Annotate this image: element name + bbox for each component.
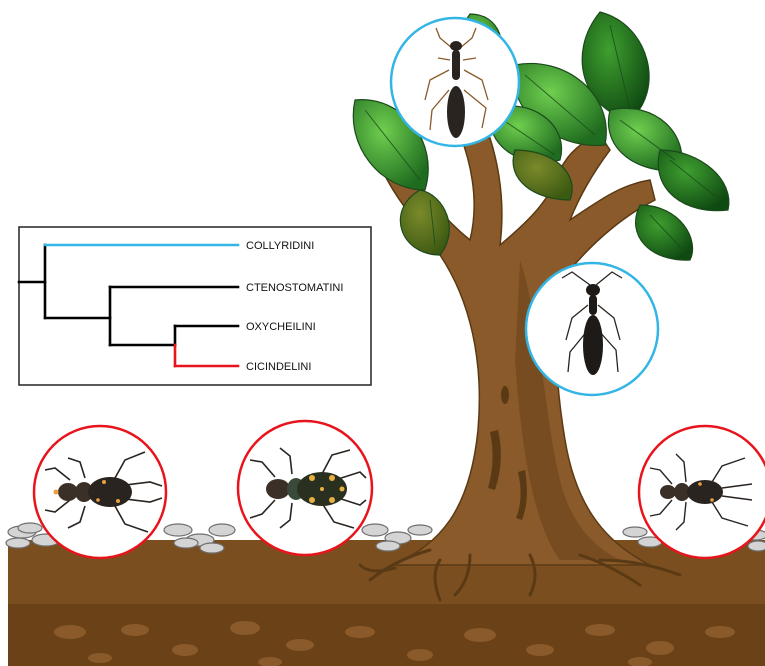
phylogeny-panel: COLLYRIDINI CTENOSTOMATINI OXYCHEILINI C… bbox=[19, 227, 371, 385]
tribe-label-collyridini: COLLYRIDINI bbox=[246, 240, 314, 252]
leaf bbox=[400, 190, 449, 255]
tribe-label-oxycheilini: OXYCHEILINI bbox=[246, 321, 316, 333]
ground-soil bbox=[8, 540, 765, 666]
ground-beetle-photo-2 bbox=[238, 421, 372, 555]
arboreal-beetle-photo-2 bbox=[526, 263, 658, 395]
leaf bbox=[513, 150, 572, 200]
leaf bbox=[636, 205, 693, 260]
leaf bbox=[658, 150, 729, 211]
arboreal-beetle-photo-1 bbox=[391, 18, 519, 146]
tribe-label-cicindelini: CICINDELINI bbox=[246, 361, 311, 373]
ground-beetle-photo-1 bbox=[34, 426, 166, 558]
ground-beetle-photo-3 bbox=[639, 426, 765, 558]
tribe-label-ctenostomatini: CTENOSTOMATINI bbox=[246, 282, 343, 294]
soil-bottom-layer bbox=[8, 604, 765, 666]
phylogeny-frame bbox=[19, 227, 371, 385]
